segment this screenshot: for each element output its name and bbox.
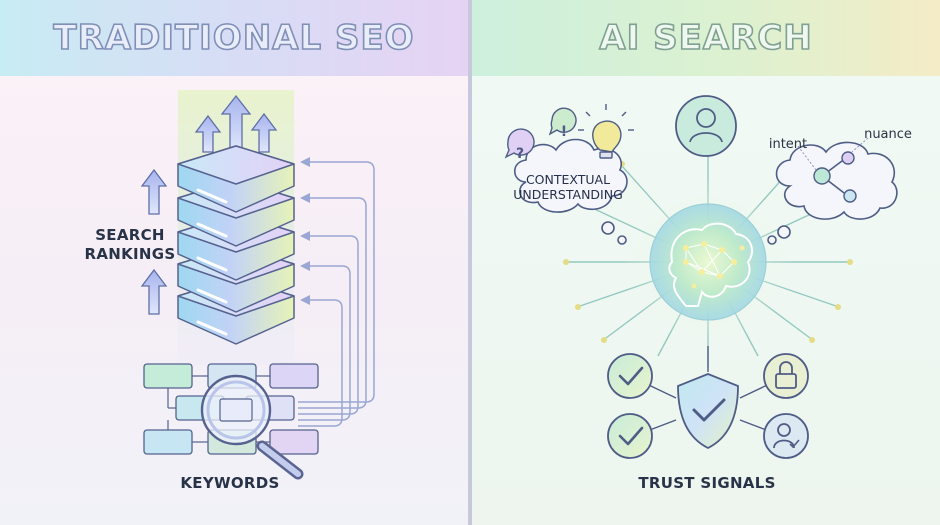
intent-label: intent: [768, 137, 808, 152]
node-graph: [797, 137, 869, 203]
magnifier-icon: [200, 374, 304, 480]
user-avatar-icon: [675, 95, 737, 157]
nuance-label: nuance: [864, 127, 912, 142]
ai-search-panel: AI SEARCH: [472, 0, 940, 525]
ai-search-title: AI SEARCH: [598, 17, 813, 59]
connector-arrowheads: [300, 157, 310, 305]
svg-text:!: !: [561, 124, 567, 140]
shield-check-icon: [677, 373, 739, 450]
seo-illustration: [140, 90, 375, 480]
trust-signals-label: TRUST SIGNALS: [638, 474, 776, 492]
svg-text:?: ?: [516, 146, 524, 162]
keyword-connectors: [298, 161, 375, 427]
cloud-icon: [767, 141, 898, 245]
ai-illustration: ? !: [504, 95, 898, 459]
ai-search-header: AI SEARCH: [472, 0, 940, 76]
exclamation-bubble-icon: !: [548, 107, 577, 140]
lightbulb-icon: [578, 104, 634, 159]
keywords-label: KEYWORDS: [180, 474, 280, 492]
arrow-up-icon: [140, 168, 168, 315]
check-circle-icon: [607, 353, 653, 399]
search-rankings-label: SEARCH RANKINGS: [84, 226, 176, 263]
lock-icon: [763, 353, 809, 399]
ranking-stack: [177, 145, 295, 345]
traditional-seo-panel: TRADITIONAL SEO: [0, 0, 468, 525]
traditional-seo-header: TRADITIONAL SEO: [0, 0, 468, 76]
verified-user-icon: [763, 413, 809, 459]
check-circle-icon: [607, 413, 653, 459]
traditional-seo-title: TRADITIONAL SEO: [53, 17, 415, 59]
brain-network-icon: [649, 203, 767, 321]
question-bubble-icon: ?: [504, 128, 535, 162]
panel-divider: [468, 0, 472, 525]
arrow-up-icon: [194, 94, 278, 153]
contextual-understanding-label: CONTEXTUAL UNDERSTANDING: [513, 172, 623, 202]
